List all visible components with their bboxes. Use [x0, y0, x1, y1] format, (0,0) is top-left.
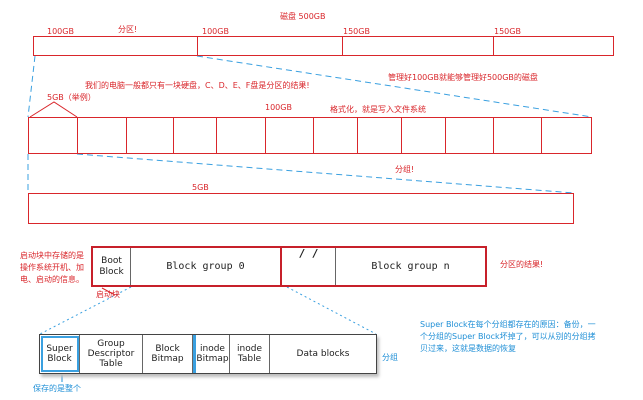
- example-size-label: 5GB（举例）: [47, 93, 96, 102]
- saved-note: 保存的是整个: [33, 384, 81, 393]
- block-cell: [78, 118, 127, 153]
- block-cell: [446, 118, 494, 153]
- block-groups-row: Boot Block Block group 0 / / Block group…: [91, 246, 487, 287]
- manage-note: 管理好100GB就能够管理好500GB的磁盘: [388, 73, 538, 82]
- computer-note: 我们的电脑一般都只有一块硬盘，C、D、E、F盘是分区的结果!: [85, 81, 310, 90]
- boot-note: 启动块中存储的是操作系统开机、加电、启动的信息。: [20, 251, 84, 284]
- inode-bitmap: inode Bitmap: [193, 335, 230, 373]
- partition-5gb-bar: [28, 193, 574, 224]
- format-note: 格式化，就是写入文件系统: [330, 105, 426, 114]
- boot-block-pointer-label: 启动块: [96, 290, 120, 299]
- block-cell: [494, 118, 542, 153]
- partition-result-note: 分区的结果!: [500, 260, 544, 269]
- block-cell: [314, 118, 358, 153]
- disk-partition-1: [34, 37, 198, 55]
- block-group-structure: Super Block Group Descriptor Table Block…: [39, 334, 377, 374]
- blocks-row: [28, 117, 592, 154]
- block-group-0: Block group 0: [131, 248, 282, 285]
- block-cell: [29, 118, 78, 153]
- partition-size-label-4: 150GB: [494, 27, 521, 36]
- superblock-note: Super Block在每个分组都存在的原因：备份，一个分组的Super Blo…: [420, 320, 596, 353]
- block-bitmap: Block Bitmap: [143, 335, 193, 373]
- group-descriptor-table: Group Descriptor Table: [80, 335, 143, 373]
- block-cell: [174, 118, 217, 153]
- block-cell: [217, 118, 266, 153]
- data-blocks: Data blocks: [296, 349, 350, 359]
- bar-size-label: 5GB: [192, 183, 209, 192]
- partition-size-label-2: 100GB: [202, 27, 229, 36]
- row-100gb-label: 100GB: [265, 103, 292, 112]
- super-block: Super Block: [40, 335, 80, 373]
- block-cell: [266, 118, 314, 153]
- disk-partition-2: [198, 37, 343, 55]
- block-cell: [402, 118, 446, 153]
- block-cell: [542, 118, 591, 153]
- partition-note: 分区!: [118, 25, 138, 34]
- block-cell: [358, 118, 402, 153]
- inode-table: inode Table: [230, 335, 270, 373]
- disk-partition-3: [343, 37, 494, 55]
- group-label: 分组: [382, 353, 398, 362]
- boot-block: Boot Block: [93, 248, 131, 285]
- disk-bar: [33, 36, 614, 56]
- block-cell: [127, 118, 174, 153]
- block-group-n: Block group n: [371, 261, 450, 272]
- partition-size-label-1: 100GB: [47, 27, 74, 36]
- groups-ellipsis: / /: [282, 248, 336, 285]
- disk-title-label: 磁盘 500GB: [280, 12, 326, 21]
- disk-partition-4: [494, 37, 613, 55]
- partition-size-label-3: 150GB: [343, 27, 370, 36]
- grouping-note: 分组!: [395, 165, 415, 174]
